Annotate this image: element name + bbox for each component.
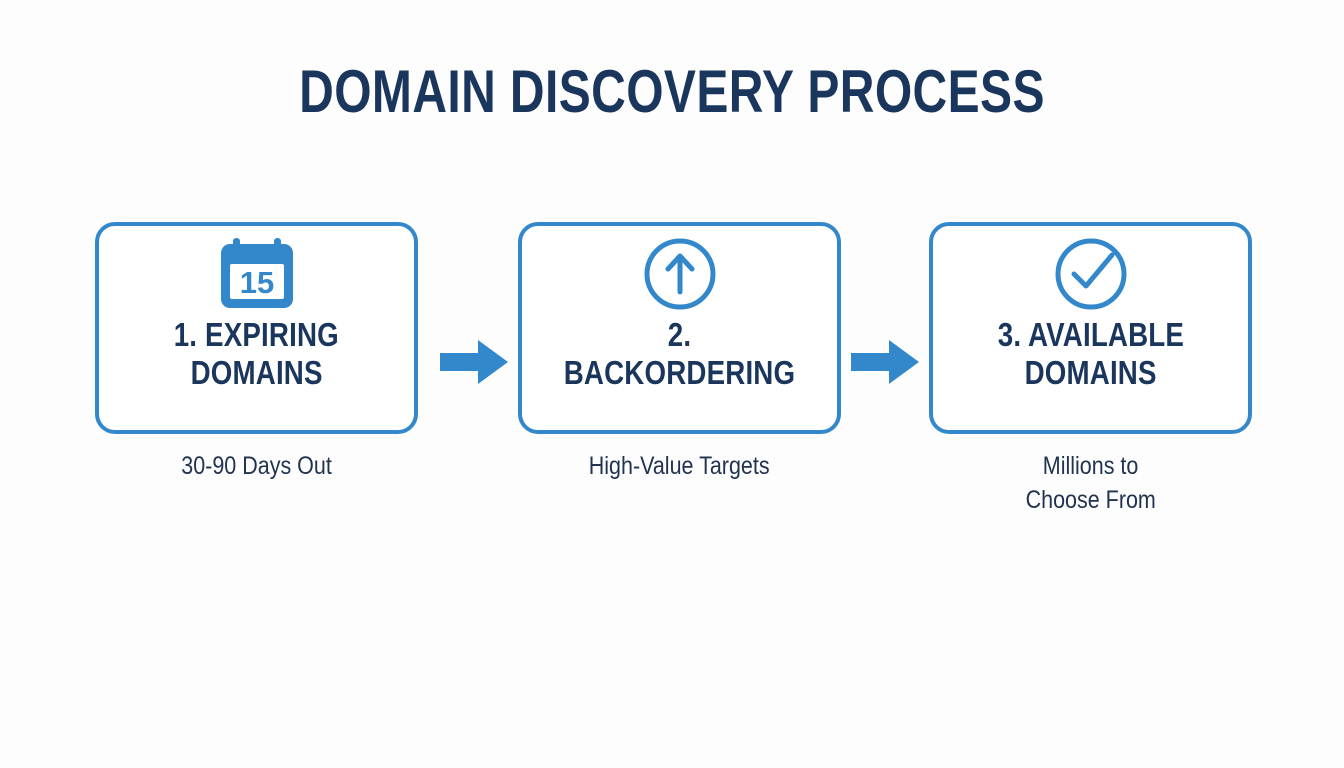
arrow-up-circle-icon <box>641 238 719 310</box>
step-caption-3-line1: Millions to <box>1042 452 1139 480</box>
step-label-2: 2. BACKORDERING <box>522 316 837 391</box>
process-step-3[interactable]: 3. AVAILABLE DOMAINS Millions to Choose … <box>929 222 1252 514</box>
calendar-day-number: 15 <box>239 265 273 300</box>
step-card-backordering[interactable]: 2. BACKORDERING <box>518 222 841 434</box>
arrow-right-icon <box>851 337 919 387</box>
process-step-2[interactable]: 2. BACKORDERING High-Value Targets <box>518 222 841 480</box>
step-caption-2-line1: High-Value Targets <box>589 452 770 480</box>
step-label-1-line1: 1. EXPIRING <box>173 316 340 353</box>
step-caption-3-line2: Choose From <box>1025 485 1156 514</box>
step-label-3: 3. AVAILABLE DOMAINS <box>933 316 1248 391</box>
check-circle-icon <box>1052 238 1130 310</box>
step-label-3-line2: DOMAINS <box>1024 353 1157 391</box>
step-card-expiring-domains[interactable]: 15 1. EXPIRING DOMAINS <box>95 222 418 434</box>
step-label-2-line1: 2. BACKORDERING <box>563 316 796 391</box>
step-card-available-domains[interactable]: 3. AVAILABLE DOMAINS <box>929 222 1252 434</box>
step-label-3-line1: 3. AVAILABLE <box>997 316 1184 353</box>
step-caption-3: Millions to Choose From <box>929 450 1252 518</box>
calendar-icon: 15 <box>213 238 301 310</box>
page-title: DOMAIN DISCOVERY PROCESS <box>299 58 1045 125</box>
step-label-1-line2: DOMAINS <box>190 353 323 391</box>
step-caption-1: 30-90 Days Out <box>95 450 418 484</box>
step-label-1: 1. EXPIRING DOMAINS <box>99 316 414 391</box>
process-flow: 15 1. EXPIRING DOMAINS 30-90 Days Out <box>95 222 1252 514</box>
arrow-right-icon <box>440 337 508 387</box>
process-step-1[interactable]: 15 1. EXPIRING DOMAINS 30-90 Days Out <box>95 222 418 480</box>
step-caption-2: High-Value Targets <box>518 450 841 484</box>
step-caption-1-line1: 30-90 Days Out <box>181 452 332 480</box>
